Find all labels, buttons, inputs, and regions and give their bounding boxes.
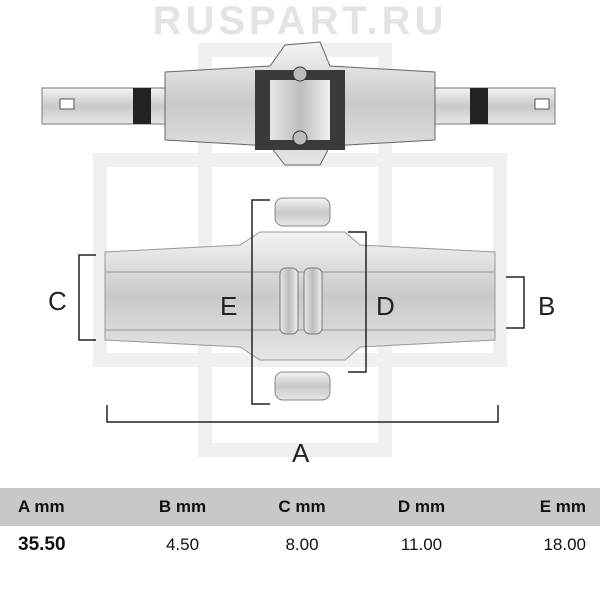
- dimension-label-e: E: [220, 291, 237, 321]
- dimension-label-a: A: [292, 438, 310, 468]
- watermark: RUSPART.RU: [152, 0, 448, 43]
- clasp-front-view: [104, 197, 496, 401]
- value-b: 4.50: [165, 535, 200, 554]
- dimension-lines: [78, 199, 525, 423]
- dimension-label-b: B: [538, 291, 555, 321]
- clasp-top-view: [41, 41, 556, 166]
- header-d: D mm: [397, 497, 446, 516]
- header-a: A mm: [18, 497, 65, 516]
- header-e: E mm: [539, 497, 586, 516]
- dimension-label-c: C: [48, 286, 67, 316]
- table-row: 35.50 4.50 8.00 11.00 18.00: [0, 526, 600, 564]
- dimensions-table: A mm B mm C mm D mm E mm 35.50 4.50 8.00…: [0, 488, 600, 564]
- value-d: 11.00: [400, 535, 443, 554]
- table-header-row: A mm B mm C mm D mm E mm: [0, 488, 600, 526]
- value-c: 8.00: [285, 535, 319, 554]
- header-b: B mm: [158, 497, 207, 516]
- dimension-label-d: D: [376, 291, 395, 321]
- value-e: 18.00: [543, 535, 586, 554]
- header-c: C mm: [278, 497, 326, 516]
- clasp-diagram: C B E D A: [41, 41, 556, 468]
- value-a: 35.50: [18, 534, 66, 555]
